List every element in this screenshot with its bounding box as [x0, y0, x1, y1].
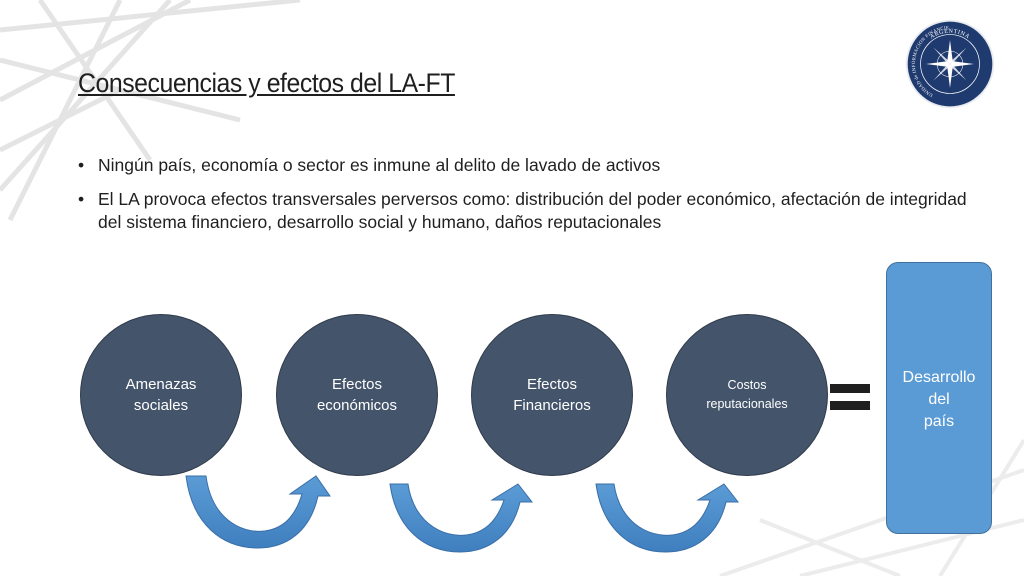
- slide-title: Consecuencias y efectos del LA-FT: [78, 68, 455, 98]
- curved-arrow-1: [185, 475, 331, 549]
- node-label-line1: Efectos: [331, 376, 383, 393]
- node-costos-reputacionales: Costos reputacionales: [666, 314, 828, 476]
- curved-arrow-2: [389, 483, 534, 553]
- bullet-text: El LA provoca efectos transversales perv…: [98, 189, 967, 232]
- node-label-line2: económicos: [316, 397, 398, 414]
- bullet-glyph: •: [78, 189, 85, 209]
- bullet-item: • El LA provoca efectos transversales pe…: [78, 188, 978, 234]
- compass-star-icon: [926, 40, 974, 88]
- result-box-desarrollo-del-pais: Desarrollo del país: [886, 262, 992, 534]
- equals-sign-icon: [830, 384, 870, 418]
- node-efectos-financieros: Efectos Financieros: [471, 314, 633, 476]
- bullet-glyph: •: [78, 155, 85, 175]
- result-label-line3: país: [923, 413, 955, 430]
- bullet-item: • Ningún país, economía o sector es inmu…: [78, 154, 978, 177]
- node-amenazas-sociales: Amenazas sociales: [80, 314, 242, 476]
- node-label-line2: reputacionales: [706, 397, 788, 411]
- bullet-list: • Ningún país, economía o sector es inmu…: [78, 154, 978, 245]
- bullet-text: Ningún país, economía o sector es inmune…: [98, 155, 661, 175]
- node-efectos-economicos: Efectos económicos: [276, 314, 438, 476]
- node-label-line1: Costos: [727, 378, 767, 392]
- node-label-line1: Efectos: [526, 376, 578, 393]
- node-label-line2: sociales: [133, 397, 189, 414]
- result-label-line1: Desarrollo: [902, 369, 976, 386]
- uif-seal-logo: ARGENTINA UNIDAD de INFORMACION FINANCIE…: [904, 18, 995, 109]
- node-label-line2: Financieros: [513, 397, 591, 414]
- node-label-line1: Amenazas: [125, 376, 197, 393]
- svg-text:ARGENTINA: ARGENTINA: [929, 29, 971, 41]
- curved-arrow-3: [595, 483, 740, 553]
- result-label-line2: del: [928, 391, 950, 408]
